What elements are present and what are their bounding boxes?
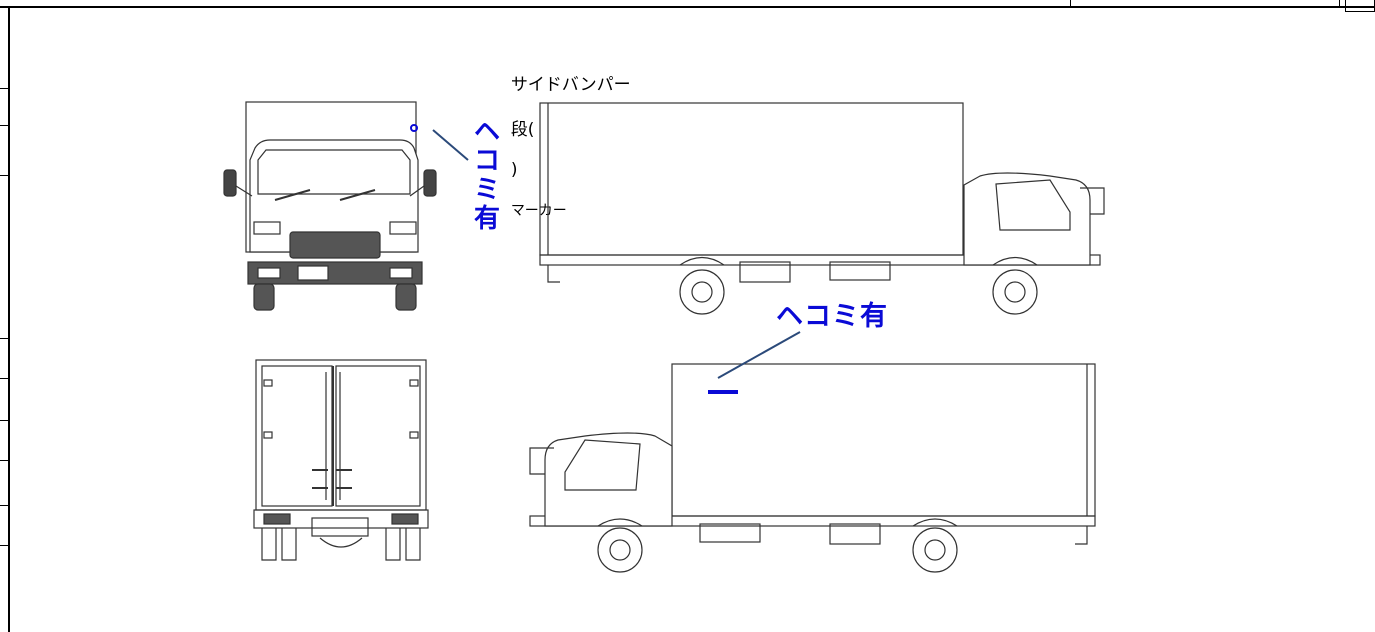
side-tank-upper — [739, 261, 791, 283]
rear-tires — [261, 528, 421, 561]
side-wheel-arches-lower — [597, 518, 958, 527]
front-cab — [249, 139, 419, 253]
truck-rear-view — [253, 359, 429, 561]
rear-hinge — [409, 379, 419, 387]
front-wipers — [274, 189, 376, 201]
truck-side-view-right — [539, 102, 1105, 315]
side-box-lower — [671, 363, 1096, 517]
side-wheel-arches-upper — [679, 256, 1038, 266]
rear-lamp-left — [263, 513, 291, 525]
side-rear-bumper-upper — [547, 265, 560, 283]
front-dent-annotation: ヘ コ ミ 有 — [470, 118, 504, 234]
side-wheel-front-lower — [597, 527, 643, 573]
front-windshield — [257, 149, 411, 195]
side-hub-front-lower — [609, 539, 631, 561]
side-box-component-upper — [829, 261, 891, 281]
side-hub-rear-upper — [691, 281, 713, 303]
front-grille — [289, 231, 381, 259]
rear-handles — [312, 469, 352, 489]
frame-top-line — [0, 6, 1375, 8]
rear-door-right — [335, 365, 421, 507]
margin-tick — [0, 338, 8, 339]
front-plate — [297, 265, 329, 281]
side-wheel-rear-lower — [912, 527, 958, 573]
front-lamp-right — [389, 221, 417, 235]
truck-side-view-left — [529, 363, 1096, 573]
rear-hinge — [263, 379, 273, 387]
side-tank-lower — [699, 523, 761, 543]
side-dent-annotation: ヘコミ有 — [776, 301, 888, 332]
front-dent-marker — [410, 124, 418, 132]
side-chassis-lower — [529, 515, 1096, 527]
front-lamp-left — [253, 221, 281, 235]
front-tire-right — [395, 283, 417, 311]
front-mirror-left — [223, 169, 237, 197]
front-dent-char: ヘ — [473, 117, 500, 147]
margin-tick — [0, 88, 8, 89]
side-dent-leader-line — [717, 331, 801, 379]
side-wheel-front-upper — [992, 269, 1038, 315]
margin-tick — [0, 175, 8, 176]
front-dent-leader-line — [432, 129, 469, 161]
side-rear-bumper-lower — [1075, 526, 1088, 545]
margin-tick — [0, 460, 8, 461]
truck-front-view — [223, 101, 437, 311]
margin-tick — [0, 420, 8, 421]
side-box-upper — [539, 102, 964, 256]
side-bumper-label: サイドバンパー — [510, 75, 631, 95]
front-fog-left — [257, 267, 281, 279]
rear-axle — [319, 537, 363, 548]
front-mirror-right — [423, 169, 437, 197]
front-fog-right — [389, 267, 413, 279]
side-chassis-upper — [539, 254, 1101, 266]
side-hub-front-upper — [1004, 281, 1026, 303]
margin-tick — [0, 505, 8, 506]
frame-corner-box — [1070, 0, 1340, 8]
side-hub-rear-lower — [924, 539, 946, 561]
step-label: 段( — [510, 120, 535, 140]
side-cab-lower — [544, 432, 673, 527]
rear-hinge — [409, 431, 419, 439]
front-bumper — [247, 261, 423, 285]
side-dent-mark — [708, 390, 738, 394]
margin-tick — [0, 378, 8, 379]
front-dent-char: コ — [473, 146, 500, 176]
front-tire-left — [253, 283, 275, 311]
front-mirror-arms — [235, 185, 425, 197]
side-cab-upper — [963, 172, 1091, 266]
rear-underrun — [253, 509, 429, 529]
front-dent-char: ミ — [473, 175, 500, 205]
rear-hinge — [263, 431, 273, 439]
side-box-component-lower — [829, 523, 881, 545]
margin-tick — [0, 125, 8, 126]
side-mirror-lower — [529, 447, 554, 475]
frame-left-line — [8, 6, 10, 632]
front-dent-char: 有 — [473, 204, 500, 234]
side-cab-window-upper — [995, 179, 1071, 231]
rear-plate — [311, 517, 369, 537]
side-mirror-upper — [1080, 187, 1105, 215]
step-close-paren: ) — [510, 160, 518, 180]
side-cab-window-lower — [564, 439, 641, 491]
side-wheel-rear-upper — [679, 269, 725, 315]
rear-lamp-right — [391, 513, 419, 525]
margin-tick — [0, 545, 8, 546]
form-header: サイドバンパー 段( ) マーカー — [500, 50, 631, 220]
marker-label: マーカー — [510, 203, 567, 219]
